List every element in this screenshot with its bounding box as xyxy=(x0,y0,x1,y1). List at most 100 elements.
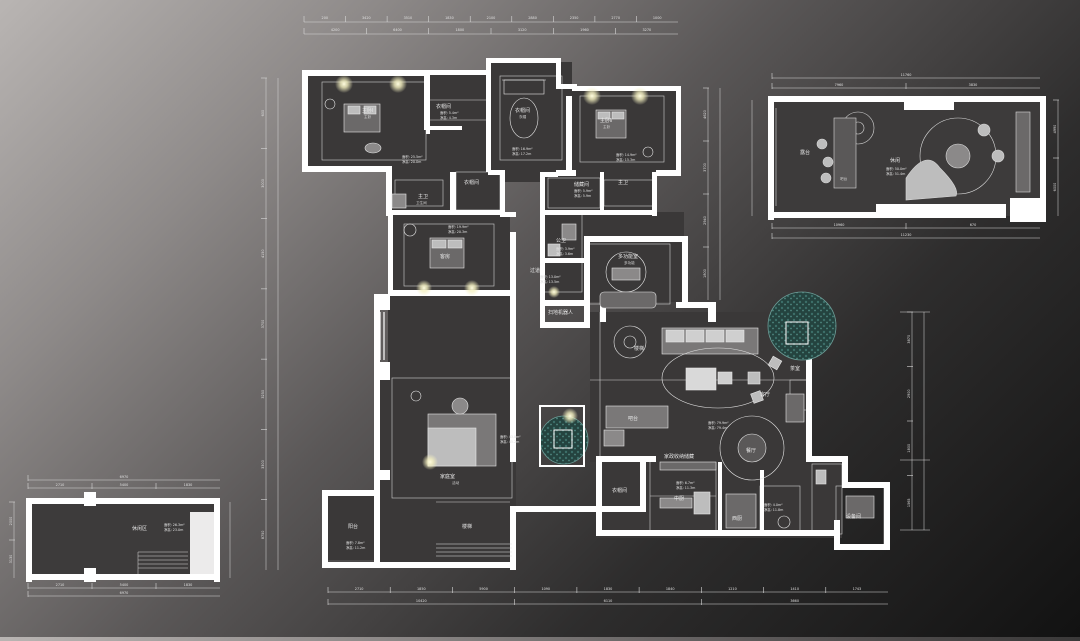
label-equip: 设备间 xyxy=(846,513,861,520)
dim-bl-bot2-0: 6970 xyxy=(120,591,129,595)
tree-top-right xyxy=(767,291,837,361)
dim-top2-0: 4200 xyxy=(331,28,340,32)
dim-bot2-1: 6110 xyxy=(604,599,613,603)
dim-bl-bot-1: 5400 xyxy=(120,583,129,587)
label-bl-room: 休闲区 xyxy=(132,525,147,532)
label-master-bed2-sub: 主卧 xyxy=(603,124,611,129)
dim-top1-3: 1830 xyxy=(445,16,454,20)
dim-bot1-2: 5900 xyxy=(479,587,488,591)
stair-lines-lower xyxy=(436,543,512,557)
walls xyxy=(302,58,890,570)
dim-right-side-0: 3870 xyxy=(907,335,911,344)
dim-bl-side-0: 2000 xyxy=(9,517,13,526)
label-balcony-b: 阳台 xyxy=(348,523,358,530)
label-stairs: 楼梯 xyxy=(634,345,644,352)
label-cloak-mid: 衣帽间 xyxy=(464,179,479,186)
dim-top1-0: 200 xyxy=(322,16,328,20)
dim-bl-top-0: 6970 xyxy=(120,475,129,479)
roof-plan: 露台 吧台 休闲 面积: 50.0m² 净高: 51.4m xyxy=(751,77,1059,239)
label-master-bed2: 主卧Ⅱ xyxy=(600,117,612,124)
label-living-area: 面积: 79.9m² xyxy=(708,420,729,425)
label-cloak-bot: 衣帽间 xyxy=(612,487,627,494)
label-wardrobe-top: 衣帽间 xyxy=(515,107,530,114)
dim-bot2-2: 3660 xyxy=(790,599,799,603)
label-family: 家庭室 xyxy=(440,473,455,480)
label-bath-left-sub: 卫生间 xyxy=(416,200,427,205)
label-cloak1: 衣帽间 xyxy=(436,103,451,110)
dim-top1-4: 2100 xyxy=(487,16,496,20)
dim-top1-8: 1000 xyxy=(653,16,662,20)
window-lines xyxy=(332,312,385,495)
dim-rf-top2-0: 7960 xyxy=(835,83,844,87)
planter-trees xyxy=(539,291,837,467)
dim-bl-bot-2: 1830 xyxy=(184,583,193,587)
label-rf-terrace-sub: 吧台 xyxy=(840,176,848,181)
bottom-left-plan: 休闲区 面积: 26.3m² 净高: 23.0m xyxy=(13,479,231,597)
label-toilet-area: 面积: 3.9m² xyxy=(556,246,575,251)
label-kitchen-area: 面积: 6.7m² xyxy=(676,480,695,485)
label-dining: 餐厅 xyxy=(746,447,756,454)
dim-top2-4: 1960 xyxy=(580,28,589,32)
label-bl-room-net: 净高: 23.0m xyxy=(164,527,183,532)
label-bedroom-mid-area: 面积: 19.9m² xyxy=(448,224,469,229)
dim-left-1: 3000 xyxy=(261,179,265,188)
dim-rf-bot-1: 670 xyxy=(970,223,976,227)
label-stairs-b: 楼梯 xyxy=(462,523,472,530)
label-family-net: 净高: 45.2m xyxy=(500,439,519,444)
dim-right-side-3: 1565 xyxy=(907,498,911,507)
tree-center xyxy=(539,415,589,465)
label-multi: 多功能室 xyxy=(618,253,638,260)
label-corridor-net: 净高: 13.5m xyxy=(540,279,559,284)
label-wardrobe-top-area: 面积: 16.9m² xyxy=(512,146,533,151)
label-pantry: 家政收纳储藏 xyxy=(664,453,694,460)
dim-rf-side-1: 6000 xyxy=(1053,183,1057,192)
dim-top1-7: 2770 xyxy=(611,16,620,20)
room-labels: 主卧Ⅰ 主卧 面积: 25.5m² 净高: 20.0m 衣帽间 面积: 5.4m… xyxy=(346,103,861,550)
dim-top2-3: 3120 xyxy=(518,28,527,32)
label-cloak1-net: 净高: 4.3m xyxy=(440,115,457,120)
label-family-sub: 活动 xyxy=(452,480,460,485)
label-living-net: 净高: 79.4m xyxy=(708,425,727,430)
label-multi-sub: 多功能 xyxy=(624,260,635,265)
dim-bot1-4: 1830 xyxy=(604,587,613,591)
label-kitchen-net: 净高: 11.3m xyxy=(676,485,695,490)
label-bar: 吧台 xyxy=(628,415,638,422)
dim-bot1-7: 1410 xyxy=(790,587,799,591)
dim-rf-top-0: 11760 xyxy=(901,73,912,77)
label-bedroom-mid-net: 净高: 20.3m xyxy=(448,229,467,234)
dim-top1-2: 3510 xyxy=(404,16,413,20)
dim-bl-top2-0: 2710 xyxy=(56,483,65,487)
label-living: 客厅 xyxy=(760,391,770,398)
label-balcony-b-area: 面积: 7.8m² xyxy=(346,540,365,545)
label-bl-room-area: 面积: 26.3m² xyxy=(164,522,185,527)
label-corridor: 过道 xyxy=(530,267,540,274)
main-dimension-lines xyxy=(265,21,925,605)
label-rf-lounge-net: 净高: 51.4m xyxy=(886,171,905,176)
dim-bot1-1: 1850 xyxy=(417,587,426,591)
dim-bot1-0: 2710 xyxy=(355,587,364,591)
dim-bl-bot-0: 2710 xyxy=(56,583,65,587)
label-toilet: 公卫 xyxy=(556,238,566,244)
label-master-bed1-area: 面积: 25.5m² xyxy=(402,154,423,159)
dim-top1-5: 2880 xyxy=(528,16,537,20)
dim-bot1-5: 1840 xyxy=(666,587,675,591)
label-west-kitchen-net: 净高: 11.8m xyxy=(764,507,783,512)
dim-top1-1: 3420 xyxy=(362,16,371,20)
dim-right-side-1: 2900 xyxy=(907,389,911,398)
label-cloak1-area: 面积: 5.4m² xyxy=(440,110,459,115)
label-west-kitchen-area: 面积: 4.0m² xyxy=(764,502,783,507)
label-master-bed2-area: 面积: 14.9m² xyxy=(616,152,637,157)
label-bath-mid: 主卫 xyxy=(618,179,628,186)
dim-right-main-2: 2940 xyxy=(703,216,707,225)
label-rf-lounge-area: 面积: 50.0m² xyxy=(886,166,907,171)
dim-bot2-0: 10420 xyxy=(416,599,427,603)
label-rf-lounge: 休闲 xyxy=(890,157,900,164)
dim-bot1-6: 1210 xyxy=(728,587,737,591)
label-balcony-b-net: 净高: 11.2m xyxy=(346,545,365,550)
dim-right-main-1: 3700 xyxy=(703,163,707,172)
dim-bl-side-1: 3130 xyxy=(9,555,13,564)
label-bath-left: 主卫 xyxy=(418,193,428,200)
dim-bl-top2-1: 5400 xyxy=(120,483,129,487)
label-closet-mid: 储藏间 xyxy=(574,181,589,188)
